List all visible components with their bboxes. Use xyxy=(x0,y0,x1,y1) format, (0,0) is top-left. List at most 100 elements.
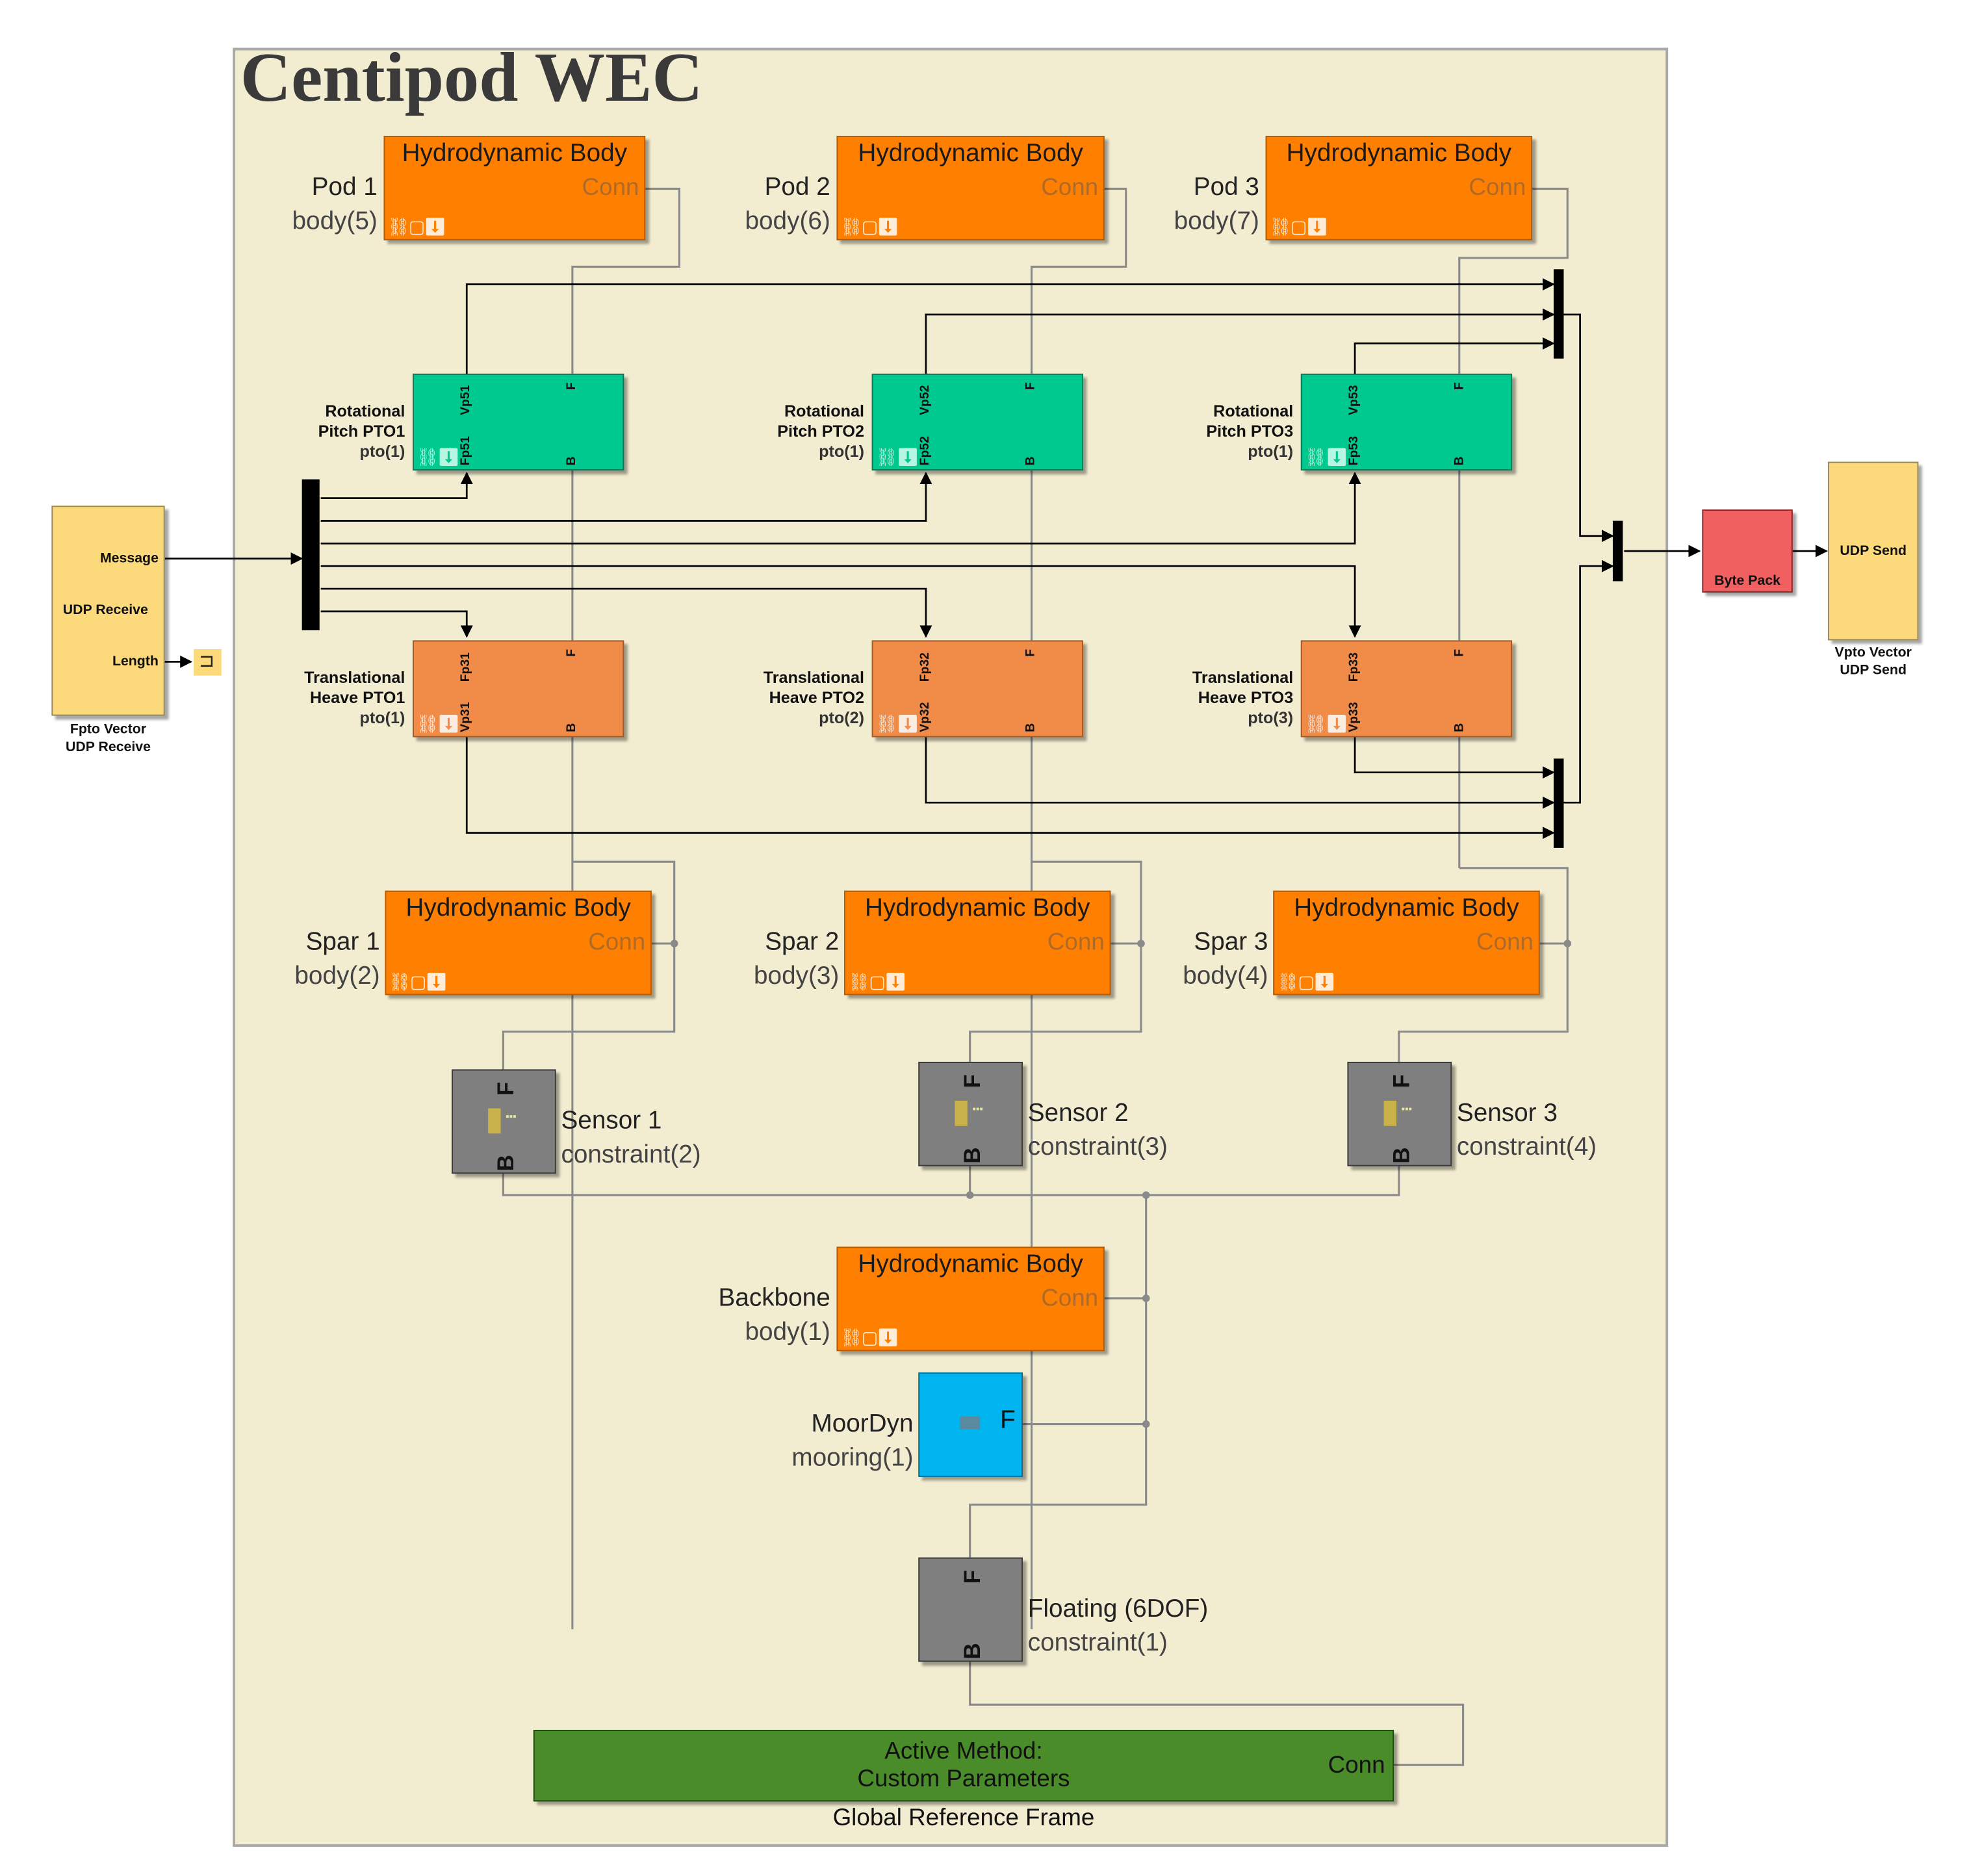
port-f: F xyxy=(1453,382,1467,391)
spar2-id: body(3) xyxy=(754,962,840,990)
port-vp52: Vp52 xyxy=(918,385,932,415)
tra-pto3-id: pto(3) xyxy=(1248,708,1294,728)
block-type-label: Hydrodynamic Body xyxy=(1286,139,1512,168)
udp-send-caption: Vpto Vector UDP Send xyxy=(1812,644,1935,679)
port-b: B xyxy=(565,456,579,466)
udp-send-block[interactable]: UDP Send xyxy=(1828,461,1919,641)
floating-constraint-block[interactable]: F B xyxy=(918,1557,1023,1662)
port-f: F xyxy=(565,649,579,657)
block-type-label: Hydrodynamic Body xyxy=(405,894,631,923)
port-b: B xyxy=(1453,456,1467,466)
spar2-name: Spar 2 xyxy=(765,928,840,957)
sensor2-name: Sensor 2 xyxy=(1027,1099,1129,1127)
spar1-block[interactable]: Hydrodynamic Body Conn ⛓▢⬇ xyxy=(385,890,652,996)
backbone-label: Backbone body(1) xyxy=(679,1282,830,1350)
pod3-id: body(7) xyxy=(1174,207,1259,236)
sensor2-block[interactable]: F B ▪▪▪ xyxy=(918,1061,1023,1166)
sensor-icon xyxy=(488,1108,501,1134)
port-fp33: Fp33 xyxy=(1347,652,1361,682)
tra-pto2-id: pto(2) xyxy=(819,708,865,728)
pto-icons: ⛓⬇ xyxy=(416,713,460,734)
translational-pto1-block[interactable]: Fp31 Vp31 F B ⛓⬇ xyxy=(413,640,624,738)
udp-receive-block[interactable]: Message UDP Receive Length xyxy=(51,506,165,716)
spar2-block[interactable]: Hydrodynamic Body Conn ⛓▢⬇ xyxy=(844,890,1111,996)
backbone-id: body(1) xyxy=(745,1318,830,1346)
port-b: B xyxy=(565,723,579,732)
rotational-pto3-block[interactable]: Vp53 Fp53 F B ⛓⬇ xyxy=(1300,373,1513,471)
port-b: B xyxy=(960,1643,985,1660)
pto-icons: ⛓⬇ xyxy=(875,713,919,734)
backbone-bus xyxy=(969,1195,1148,1558)
mux-translational-velocity[interactable] xyxy=(1553,758,1564,848)
rotational-pto1-label: Rotational Pitch PTO1 pto(1) xyxy=(251,402,405,462)
sensor-icon xyxy=(1383,1101,1396,1126)
pod2-label: Pod 2 body(6) xyxy=(704,171,830,239)
port-b: B xyxy=(1023,456,1038,466)
rot-pto3-line1: Rotational xyxy=(1213,401,1294,420)
udp-receive-caption: Fpto Vector UDP Receive xyxy=(38,721,179,756)
floating-label: Floating (6DOF) constraint(1) xyxy=(1028,1593,1209,1661)
pod2-id: body(6) xyxy=(745,207,830,236)
block-type-label: Hydrodynamic Body xyxy=(865,894,1090,923)
pod1-block[interactable]: Hydrodynamic Body Conn ⛓▢⬇ xyxy=(383,136,646,240)
translational-pto2-block[interactable]: Fp32 Vp32 F B ⛓⬇ xyxy=(871,640,1083,738)
translational-pto3-block[interactable]: Fp33 Vp33 F B ⛓⬇ xyxy=(1300,640,1513,738)
port-vp33: Vp33 xyxy=(1347,702,1361,732)
sensor-bus xyxy=(502,1163,1400,1196)
port-fp32: Fp32 xyxy=(918,652,932,682)
tra-pto3-line2: Heave PTO3 xyxy=(1198,687,1294,708)
port-b: B xyxy=(1023,723,1038,732)
backbone-name: Backbone xyxy=(718,1284,830,1313)
tra-pto2-line1: Translational xyxy=(763,668,865,687)
tra-pto3-line1: Translational xyxy=(1192,668,1294,687)
mux-vpto[interactable] xyxy=(1612,520,1623,582)
pod3-label: Pod 3 body(7) xyxy=(1133,171,1259,239)
mooring-icon xyxy=(960,1416,981,1430)
port-vp53: Vp53 xyxy=(1347,385,1361,415)
port-vp51: Vp51 xyxy=(459,385,473,415)
demux-fpto[interactable] xyxy=(302,479,320,630)
body-icons: ⛓▢⬇ xyxy=(840,216,899,237)
udp-send-label: UDP Send xyxy=(1840,543,1907,559)
floating-id: constraint(1) xyxy=(1027,1629,1168,1657)
floating-name: Floating (6DOF) xyxy=(1027,1595,1209,1623)
rot-pto1-line2: Pitch PTO1 xyxy=(318,421,405,441)
tra-pto1-line1: Translational xyxy=(304,668,405,687)
rot-pto2-id: pto(1) xyxy=(819,441,865,461)
pod3-block[interactable]: Hydrodynamic Body Conn ⛓▢⬇ xyxy=(1265,136,1533,240)
pod1-id: body(5) xyxy=(292,207,378,236)
rotational-pto2-block[interactable]: Vp52 Fp52 F B ⛓⬇ xyxy=(871,373,1083,471)
body-icons: ⛓▢⬇ xyxy=(1269,216,1328,237)
block-type-label: Hydrodynamic Body xyxy=(1294,894,1519,923)
sensor3-block[interactable]: F B ▪▪▪ xyxy=(1347,1061,1452,1166)
mux-rotational-velocity[interactable] xyxy=(1553,269,1564,359)
global-frame-conn: Conn xyxy=(1328,1752,1385,1779)
tra-pto2-line2: Heave PTO2 xyxy=(769,687,865,708)
sensor1-block[interactable]: F B ▪▪▪ xyxy=(452,1069,556,1174)
sensor3-name: Sensor 3 xyxy=(1456,1099,1558,1127)
mooring-label: MoorDyn mooring(1) xyxy=(755,1407,914,1476)
signal-connections xyxy=(164,278,1828,840)
body-icons: ⛓▢⬇ xyxy=(389,971,448,992)
mooring-block[interactable]: F xyxy=(918,1372,1023,1477)
global-reference-frame-block[interactable]: Active Method: Custom Parameters Conn xyxy=(533,1730,1394,1802)
spar3-block[interactable]: Hydrodynamic Body Conn ⛓▢⬇ xyxy=(1273,890,1540,996)
spar3-label: Spar 3 body(4) xyxy=(1140,926,1268,994)
rot-pto1-line1: Rotational xyxy=(325,401,405,420)
mooring-name: MoorDyn xyxy=(811,1410,914,1438)
body-icons: ⛓▢⬇ xyxy=(1277,971,1336,992)
port-message: Message xyxy=(99,550,159,567)
sensor-dots-icon: ▪▪▪ xyxy=(1401,1103,1413,1115)
diagram-title: Centipod WEC xyxy=(240,39,703,118)
pod2-block[interactable]: Hydrodynamic Body Conn ⛓▢⬇ xyxy=(836,136,1105,240)
port-f: F xyxy=(565,382,579,391)
terminator-block[interactable]: ⊐ xyxy=(194,649,222,676)
rotational-pto1-block[interactable]: Vp51 Fp51 F B ⛓⬇ xyxy=(413,373,624,471)
pto-icons: ⛓⬇ xyxy=(416,446,460,467)
rot-pto2-line2: Pitch PTO2 xyxy=(777,421,865,441)
rot-pto3-line2: Pitch PTO3 xyxy=(1206,421,1294,441)
pod1-label: Pod 1 body(5) xyxy=(251,171,378,239)
byte-pack-block[interactable]: Byte Pack xyxy=(1702,509,1793,593)
backbone-block[interactable]: Hydrodynamic Body Conn ⛓▢⬇ xyxy=(836,1246,1105,1352)
port-b: B xyxy=(493,1155,519,1172)
